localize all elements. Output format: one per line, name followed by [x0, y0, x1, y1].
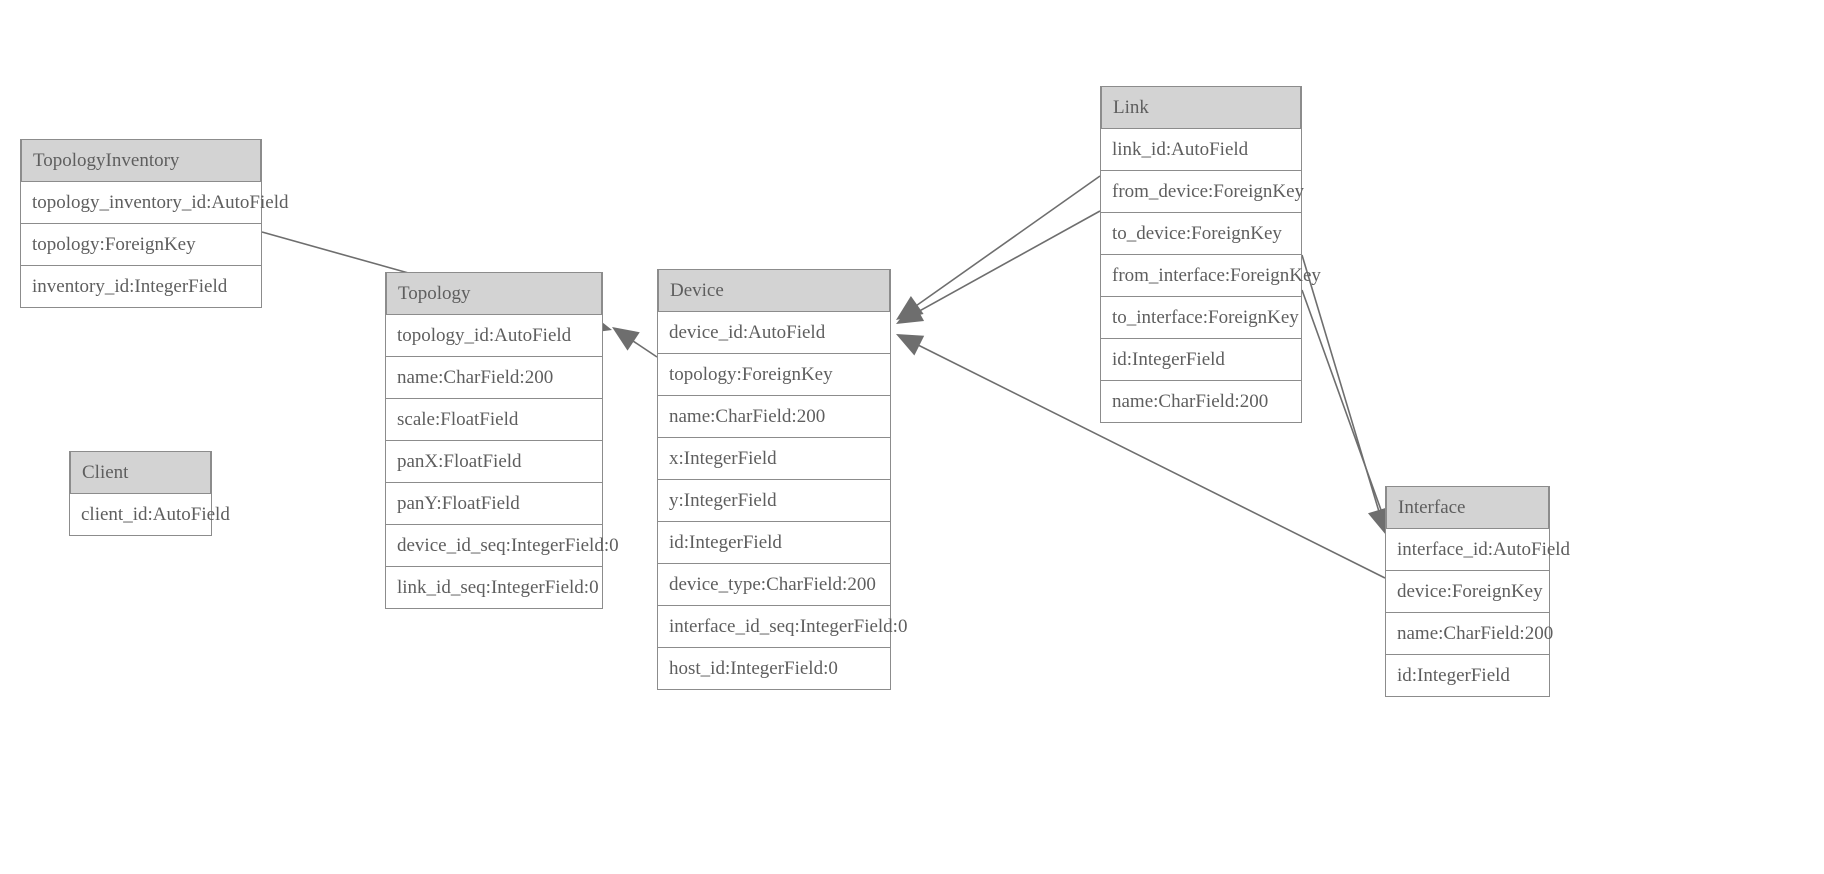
entity-header-topologyinventory: TopologyInventory [21, 139, 261, 182]
relationship-line [908, 210, 1101, 318]
entity-field-device-0: device_id:AutoField [658, 312, 890, 354]
entity-field-link-0: link_id:AutoField [1101, 129, 1301, 171]
entity-field-topology-6: link_id_seq:IntegerField:0 [386, 567, 602, 608]
entity-header-device: Device [658, 269, 890, 312]
relationship-arrowhead [612, 327, 640, 351]
relationship-link-to_device-device [896, 210, 1101, 324]
relationship-line [1301, 289, 1386, 522]
entity-field-topologyinventory-2: inventory_id:IntegerField [21, 266, 261, 307]
entity-field-topology-1: name:CharField:200 [386, 357, 602, 399]
relationship-arrowhead [896, 301, 925, 324]
entity-field-interface-3: id:IntegerField [1386, 655, 1549, 696]
entity-field-link-4: to_interface:ForeignKey [1101, 297, 1301, 339]
entity-header-topology: Topology [386, 272, 602, 315]
entity-field-topology-5: device_id_seq:IntegerField:0 [386, 525, 619, 567]
entity-field-topology-0: topology_id:AutoField [386, 315, 602, 357]
entity-header-client: Client [70, 451, 211, 494]
entity-field-device-1: topology:ForeignKey [658, 354, 890, 396]
entity-field-client-0: client_id:AutoField [70, 494, 230, 535]
relationship-arrowhead [896, 334, 925, 356]
relationship-device-topology [612, 327, 658, 358]
entity-field-device-3: x:IntegerField [658, 438, 890, 480]
entity-field-device-7: interface_id_seq:IntegerField:0 [658, 606, 907, 648]
entity-field-interface-1: device:ForeignKey [1386, 571, 1549, 613]
entity-field-topologyinventory-1: topology:ForeignKey [21, 224, 261, 266]
entity-field-link-2: to_device:ForeignKey [1101, 213, 1301, 255]
entity-field-link-1: from_device:ForeignKey [1101, 171, 1304, 213]
entity-field-topology-2: scale:FloatField [386, 399, 602, 441]
relationship-line [1301, 254, 1383, 522]
entity-field-interface-2: name:CharField:200 [1386, 613, 1553, 655]
entity-field-link-6: name:CharField:200 [1101, 381, 1301, 422]
relationship-line [623, 334, 658, 358]
entity-field-device-6: device_type:CharField:200 [658, 564, 890, 606]
entity-field-link-3: from_interface:ForeignKey [1101, 255, 1321, 297]
relationship-line [907, 175, 1101, 313]
entity-field-topology-4: panY:FloatField [386, 483, 602, 525]
entity-header-interface: Interface [1386, 486, 1549, 529]
relationship-link-to_interface-interface [1301, 289, 1392, 535]
entity-field-topology-3: panX:FloatField [386, 441, 602, 483]
entity-field-link-5: id:IntegerField [1101, 339, 1301, 381]
relationship-link-from_interface-interface [1301, 254, 1390, 535]
entity-field-topologyinventory-0: topology_inventory_id:AutoField [21, 182, 289, 224]
entity-field-interface-0: interface_id:AutoField [1386, 529, 1570, 571]
entity-field-device-4: y:IntegerField [658, 480, 890, 522]
entity-header-link: Link [1101, 86, 1301, 129]
entity-field-device-2: name:CharField:200 [658, 396, 890, 438]
entity-field-device-8: host_id:IntegerField:0 [658, 648, 890, 689]
relationship-link-from_device-device [896, 175, 1101, 320]
entity-field-device-5: id:IntegerField [658, 522, 890, 564]
relationship-arrowhead [896, 296, 924, 320]
